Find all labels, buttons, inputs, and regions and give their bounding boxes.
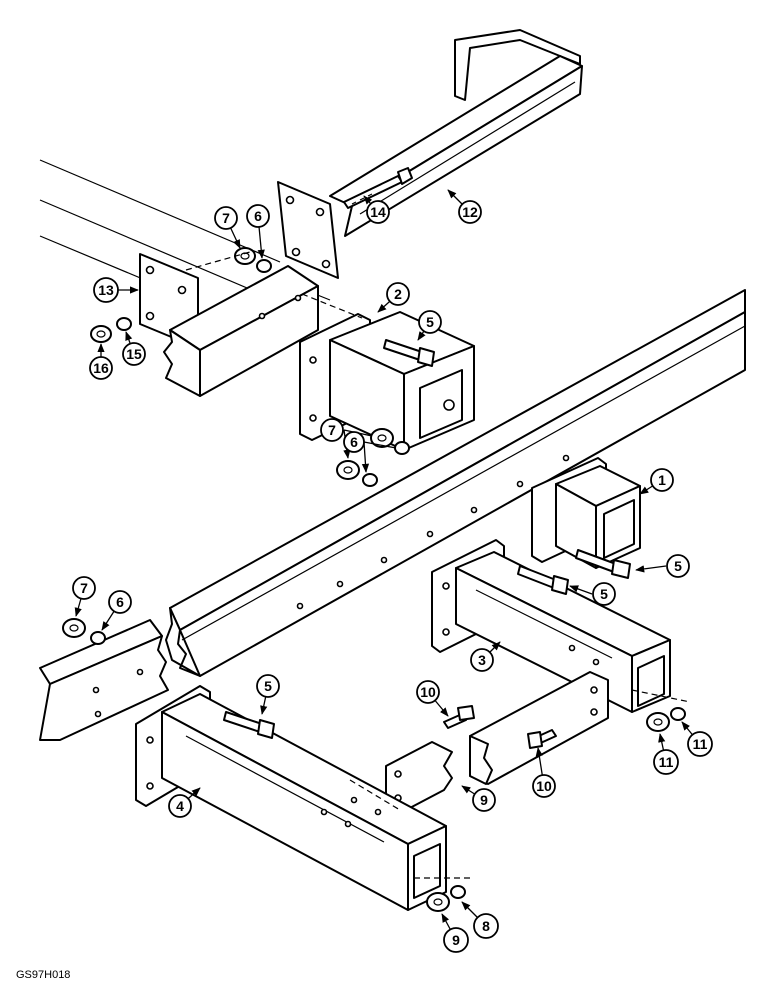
callout-13: 13: [93, 277, 139, 303]
svg-text:14: 14: [370, 204, 386, 220]
bolt-5-right: [575, 549, 631, 579]
hardware-upper: [90, 247, 363, 343]
bolts-9: [443, 705, 557, 749]
hardware-lower: [414, 877, 470, 912]
svg-text:3: 3: [478, 652, 486, 668]
svg-text:2: 2: [394, 286, 402, 302]
svg-text:1: 1: [658, 472, 666, 488]
bolt-5-mid: [517, 565, 569, 595]
svg-text:7: 7: [80, 580, 88, 596]
callout-5b: 5: [635, 554, 690, 578]
svg-text:7: 7: [222, 210, 230, 226]
callout-9b: 10: [532, 747, 556, 798]
svg-text:15: 15: [126, 346, 142, 362]
callout-16: 16: [89, 343, 113, 380]
svg-text:9: 9: [480, 792, 488, 808]
extension-arm-12: [277, 29, 583, 279]
beam-stub-left: [39, 619, 169, 741]
svg-text:5: 5: [426, 314, 434, 330]
hardware-left: [62, 618, 106, 645]
main-frame-beam: [165, 289, 746, 677]
callout-3: 3: [470, 641, 501, 672]
svg-text:13: 13: [98, 282, 114, 298]
bolt-14: [343, 167, 413, 209]
arm-3: [431, 539, 671, 713]
beam-stub-upper: [163, 265, 319, 397]
callout-10a: 11: [681, 721, 713, 757]
svg-text:16: 16: [93, 360, 109, 376]
callout-5d: 5: [256, 674, 280, 715]
bolt-5-upper: [383, 339, 435, 367]
callout-5a: 5: [417, 310, 442, 341]
callout-11a: 11: [653, 733, 679, 775]
callout-8: 9: [461, 785, 496, 812]
svg-text:5: 5: [264, 678, 272, 694]
svg-text:4: 4: [176, 798, 184, 814]
mount-1: [531, 457, 641, 569]
drawing-code: GS97H018: [16, 969, 70, 981]
svg-text:9: 9: [452, 932, 460, 948]
svg-text:6: 6: [350, 434, 358, 450]
arm-4: [135, 685, 447, 911]
callout-7: 7: [214, 206, 241, 249]
svg-text:10: 10: [536, 778, 552, 794]
svg-text:6: 6: [254, 208, 262, 224]
callout-6b: 6: [343, 431, 397, 472]
callouts: 12 14 7 6 13 16 15 2 5 7 6 1 5 5 7 6 3 5…: [72, 189, 713, 953]
svg-text:7: 7: [328, 422, 336, 438]
svg-text:11: 11: [659, 754, 674, 770]
callout-7b: 7: [320, 418, 373, 458]
hardware-right: [631, 689, 691, 732]
callout-10b: 8: [461, 901, 499, 939]
svg-text:12: 12: [462, 204, 478, 220]
bolt-5-lower: [223, 711, 275, 739]
callout-12: 12: [447, 189, 482, 224]
callout-2: 2: [377, 282, 410, 313]
callout-6c: 6: [101, 590, 132, 631]
callout-5c: 5: [569, 582, 616, 606]
svg-text:6: 6: [116, 594, 124, 610]
callout-7c: 7: [72, 576, 96, 617]
callout-1: 1: [639, 468, 674, 495]
callout-6: 6: [246, 204, 270, 259]
svg-text:11: 11: [693, 736, 708, 752]
callout-11b: 9: [441, 913, 469, 953]
callout-15: 15: [122, 331, 146, 366]
svg-text:5: 5: [674, 558, 682, 574]
callout-4: 4: [168, 787, 201, 818]
svg-text:8: 8: [482, 918, 490, 934]
callout-9a: 10: [416, 680, 449, 717]
bracket-8: [385, 671, 609, 811]
svg-text:10: 10: [420, 684, 436, 700]
mount-2: [299, 311, 475, 451]
callout-14: 14: [363, 195, 390, 224]
svg-text:5: 5: [600, 586, 608, 602]
